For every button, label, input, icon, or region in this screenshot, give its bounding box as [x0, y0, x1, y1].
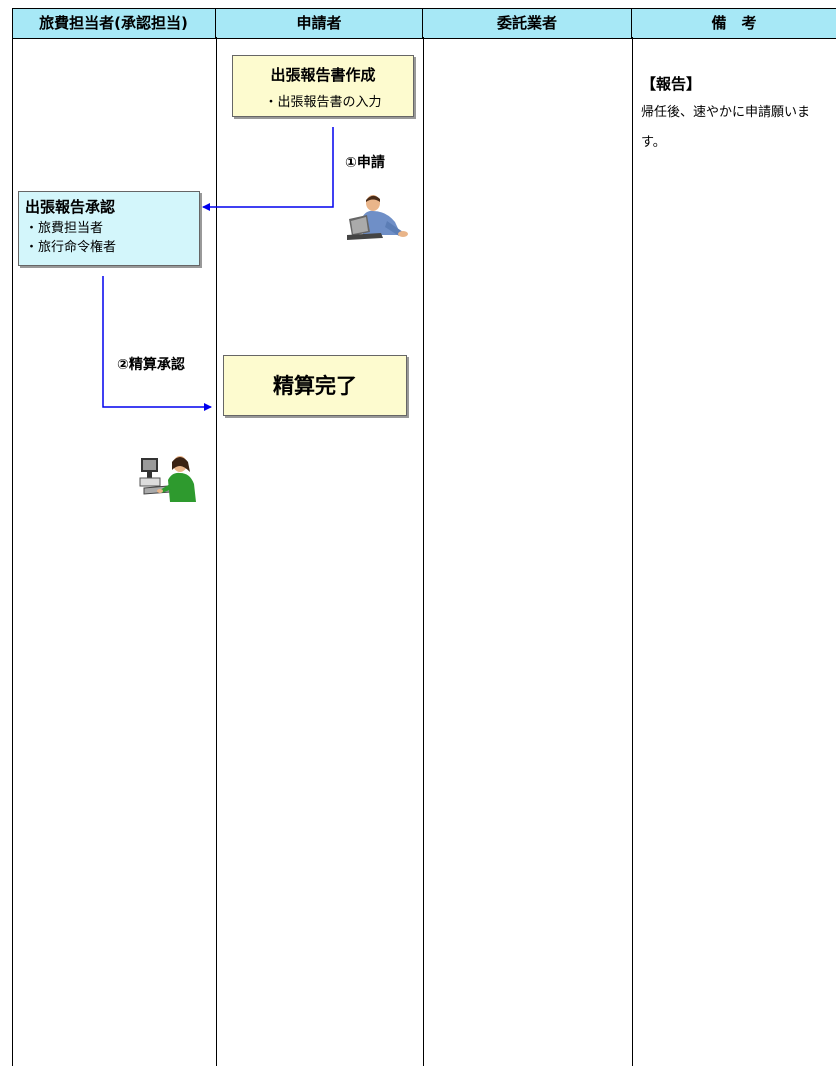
lane-divider-1 — [216, 37, 217, 1066]
lane-divider-2 — [423, 37, 424, 1066]
man-at-laptop-icon — [343, 192, 413, 242]
settle-approve-arrow — [102, 276, 212, 411]
report-approve-box: 出張報告承認 ・旅費担当者 ・旅行命令権者 — [18, 191, 200, 266]
column-header-travel-staff: 旅費担当者(承認担当) — [12, 9, 216, 38]
woman-at-computer-icon — [138, 452, 198, 504]
apply-arrow — [202, 127, 334, 211]
report-approve-line-1: ・旅費担当者 — [25, 221, 104, 236]
column-header-applicant: 申請者 — [216, 9, 423, 38]
lane-divider-3 — [632, 37, 633, 1066]
column-header-contractor: 委託業者 — [423, 9, 632, 38]
swimlane-header: 旅費担当者(承認担当) 申請者 委託業者 備 考 — [12, 8, 836, 39]
column-header-remarks: 備 考 — [711, 14, 757, 32]
report-create-line: ・出張報告書の入力 — [264, 95, 382, 110]
report-approve-line-2: ・旅行命令権者 — [25, 240, 117, 255]
notes-body: 帰任後、速やかに申請願います。 — [641, 105, 811, 150]
settle-approve-label: ②精算承認 — [117, 357, 185, 373]
apply-label: ①申請 — [345, 155, 385, 171]
settlement-done-box: 精算完了 — [223, 355, 407, 416]
lane-border-left — [12, 8, 13, 1066]
notes-heading: 【報告】 — [641, 75, 702, 93]
report-approve-title: 出張報告承認 — [25, 198, 116, 216]
report-create-box: 出張報告書作成 ・出張報告書の入力 — [232, 55, 414, 117]
settlement-done-title: 精算完了 — [273, 374, 357, 398]
report-create-title: 出張報告書作成 — [270, 66, 376, 84]
